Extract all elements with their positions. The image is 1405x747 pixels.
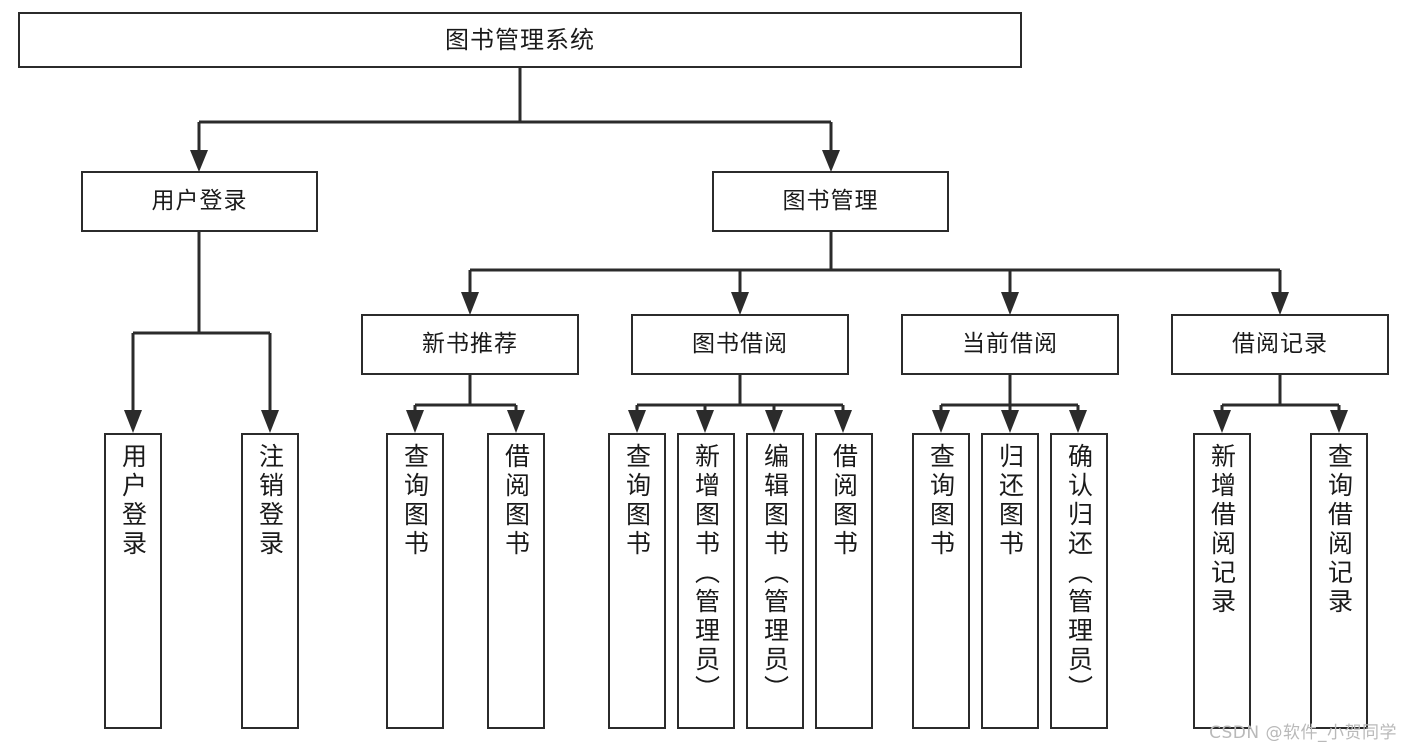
- node-label: 查询借阅记录: [1324, 443, 1354, 617]
- node-label: 确认归还（管理员）: [1064, 443, 1094, 704]
- node-label: 查询图书: [926, 443, 956, 559]
- node-label: 用户登录: [151, 188, 248, 215]
- leaf-query-book-borrow[interactable]: 查询图书: [608, 433, 666, 729]
- node-label: 当前借阅: [962, 331, 1058, 358]
- node-label: 查询图书: [622, 443, 652, 559]
- edge-recommend-to-leaves: [406, 375, 525, 433]
- edge-bookmanage-to-level3: [461, 232, 1289, 315]
- leaf-user-login[interactable]: 用户登录: [104, 433, 162, 729]
- node-label: 用户登录: [118, 443, 148, 559]
- node-book-management[interactable]: 图书管理: [712, 171, 949, 232]
- watermark-text: CSDN @软件_小贺同学: [1209, 723, 1397, 743]
- leaf-query-borrow-record[interactable]: 查询借阅记录: [1310, 433, 1368, 729]
- node-label: 借阅图书: [501, 443, 531, 559]
- node-label: 编辑图书（管理员）: [760, 443, 790, 704]
- node-current-borrow[interactable]: 当前借阅: [901, 314, 1119, 375]
- node-label: 图书借阅: [692, 331, 788, 358]
- node-label: 图书管理: [782, 188, 879, 215]
- edge-root-to-level2: [190, 68, 840, 172]
- edge-borrow-to-leaves: [628, 375, 852, 433]
- node-label: 注销登录: [255, 443, 285, 559]
- node-label: 新书推荐: [422, 331, 518, 358]
- node-book-borrow[interactable]: 图书借阅: [631, 314, 849, 375]
- leaf-query-book-current[interactable]: 查询图书: [912, 433, 970, 729]
- leaf-borrow-book[interactable]: 借阅图书: [815, 433, 873, 729]
- node-user-login[interactable]: 用户登录: [81, 171, 318, 232]
- leaf-add-book-admin[interactable]: 新增图书（管理员）: [677, 433, 735, 729]
- node-label: 图书管理系统: [445, 26, 595, 54]
- node-borrow-record[interactable]: 借阅记录: [1171, 314, 1389, 375]
- node-new-book-recommend[interactable]: 新书推荐: [361, 314, 579, 375]
- node-label: 借阅图书: [829, 443, 859, 559]
- leaf-add-borrow-record[interactable]: 新增借阅记录: [1193, 433, 1251, 729]
- leaf-logout-login[interactable]: 注销登录: [241, 433, 299, 729]
- node-label: 查询图书: [400, 443, 430, 559]
- leaf-borrow-book-recommend[interactable]: 借阅图书: [487, 433, 545, 729]
- node-label: 归还图书: [995, 443, 1025, 559]
- node-root-book-management-system[interactable]: 图书管理系统: [18, 12, 1022, 68]
- edge-userlogin-to-leaves: [124, 232, 279, 433]
- leaf-confirm-return-admin[interactable]: 确认归还（管理员）: [1050, 433, 1108, 729]
- edge-current-to-leaves: [932, 375, 1087, 433]
- leaf-query-book-recommend[interactable]: 查询图书: [386, 433, 444, 729]
- node-label: 借阅记录: [1232, 331, 1328, 358]
- node-label: 新增图书（管理员）: [691, 443, 721, 704]
- edge-record-to-leaves: [1213, 375, 1348, 433]
- leaf-edit-book-admin[interactable]: 编辑图书（管理员）: [746, 433, 804, 729]
- leaf-return-book[interactable]: 归还图书: [981, 433, 1039, 729]
- node-label: 新增借阅记录: [1207, 443, 1237, 617]
